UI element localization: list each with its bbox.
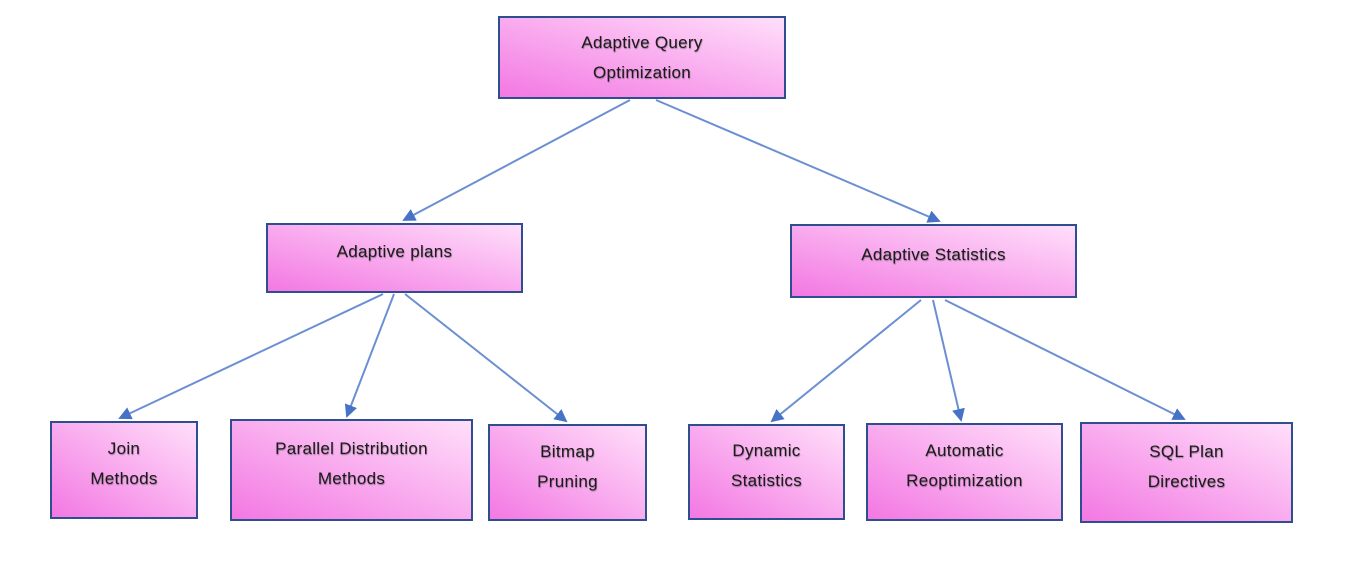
node-sql-plan-directives: SQL Plan Directives [1080,422,1293,523]
edge-root-to-adaptive-statistics [655,99,941,223]
node-label-line: Bitmap [540,441,595,461]
node-parallel-distribution-methods: Parallel Distribution Methods [230,419,473,521]
edge-stats-to-automatic-reoptimization [932,299,965,422]
edge-plans-to-bitmap-pruning [404,293,568,423]
node-adaptive-plans: Adaptive plans [266,223,523,293]
node-label-line: Adaptive Statistics [861,245,1006,264]
node-adaptive-statistics: Adaptive Statistics [790,224,1077,298]
edge-stats-to-sql-plan-directives [944,299,1186,420]
node-bitmap-pruning: Bitmap Pruning [488,424,647,521]
node-label-line: Pruning [537,471,598,491]
node-label-line: Directives [1147,471,1226,491]
edge-root-to-adaptive-plans [402,99,631,221]
node-dynamic-statistics: Dynamic Statistics [688,424,845,520]
node-label-line: Automatic [925,441,1004,460]
edge-plans-to-parallel-distribution [344,293,395,418]
edge-stats-to-dynamic-statistics [770,299,922,423]
node-adaptive-query-optimization: Adaptive Query Optimization [498,16,786,99]
node-label-line: Statistics [730,471,803,490]
node-label-line: Methods [90,469,158,488]
node-label-line: Adaptive plans [336,242,453,261]
node-label-line: SQL Plan [1149,441,1224,461]
edge-plans-to-join-methods [118,293,384,420]
node-automatic-reoptimization: Automatic Reoptimization [866,423,1063,521]
node-label-line: Methods [317,469,386,488]
node-join-methods: Join Methods [50,421,198,519]
node-label-line: Optimization [592,62,692,82]
node-label-line: Dynamic [732,441,801,460]
node-label-line: Reoptimization [906,471,1023,490]
node-label-line: Parallel Distribution [275,439,428,458]
node-label-line: Join [107,439,141,458]
node-label-line: Adaptive Query [581,32,703,52]
